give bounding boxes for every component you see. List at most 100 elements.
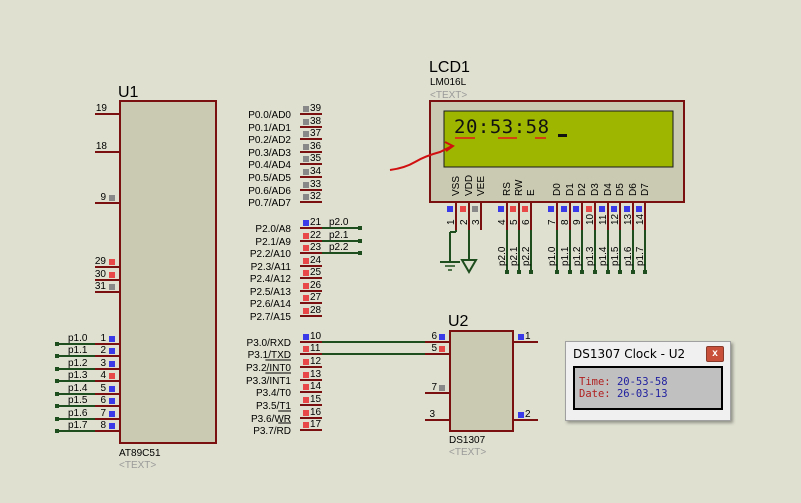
pin-state-indicator: [109, 259, 115, 265]
pin-state-indicator: [303, 258, 309, 264]
net-terminal[interactable]: [631, 270, 635, 274]
net-label: p2.0: [497, 246, 508, 266]
pin-label: VDD: [464, 175, 475, 196]
pin-number: 34: [310, 166, 322, 177]
net-label: p1.6: [68, 408, 88, 419]
net-terminal[interactable]: [55, 342, 59, 346]
net-terminal[interactable]: [55, 417, 59, 421]
net-terminal[interactable]: [55, 404, 59, 408]
date-value: 26-03-13: [616, 388, 668, 400]
pin-label: P0.4/AD4: [248, 160, 291, 171]
net-terminal[interactable]: [593, 270, 597, 274]
pin-label: D1: [565, 183, 576, 196]
u2-text-placeholder[interactable]: <TEXT>: [449, 447, 486, 458]
lcd-lcd1[interactable]: LCD1 LM016L <TEXT> 20:53:58 1VSS2VDD3VEE…: [429, 59, 685, 266]
pin-state-indicator: [303, 295, 309, 301]
net-terminal[interactable]: [358, 251, 362, 255]
net-terminal[interactable]: [555, 270, 559, 274]
pin-number: 26: [310, 280, 322, 291]
u1-body[interactable]: [119, 100, 217, 444]
ground-symbol-icon: [440, 231, 460, 271]
net-terminal[interactable]: [55, 429, 59, 433]
net-label: p1.5: [610, 246, 621, 266]
rtc-u2[interactable]: U2 6SCL5SDA7SOUT3VBAT1X12X2 DS1307 <TEXT…: [425, 313, 538, 458]
net-terminal[interactable]: [55, 379, 59, 383]
pin-number: 10: [585, 213, 596, 225]
pin-state-indicator: [109, 373, 115, 379]
net-terminal[interactable]: [55, 392, 59, 396]
net-terminal[interactable]: [529, 270, 533, 274]
net-terminal[interactable]: [580, 270, 584, 274]
net-terminal[interactable]: [517, 270, 521, 274]
pin-number: 33: [310, 179, 322, 190]
net-terminal[interactable]: [358, 239, 362, 243]
pin-state-indicator: [303, 334, 309, 340]
ds1307-clock-popup[interactable]: DS1307 Clock - U2 x Time: 20-53-58 Date:…: [565, 341, 731, 421]
net-terminal[interactable]: [643, 270, 647, 274]
pin-state-indicator: [109, 348, 115, 354]
power-terminal-icon: [460, 259, 478, 274]
net-terminal[interactable]: [505, 270, 509, 274]
pin-label: P3.2/INT0: [246, 363, 291, 374]
net-terminal[interactable]: [55, 354, 59, 358]
u1-text-placeholder[interactable]: <TEXT>: [119, 460, 156, 471]
net-terminal[interactable]: [358, 226, 362, 230]
pin-number: 18: [96, 141, 108, 152]
pin-state-indicator: [109, 398, 115, 404]
net-terminal[interactable]: [618, 270, 622, 274]
pin-state-indicator: [573, 206, 579, 212]
lcd-display-text: 20:53:58: [454, 116, 550, 138]
net-terminal[interactable]: [606, 270, 610, 274]
date-label: Date:: [579, 388, 611, 400]
lcd-text-placeholder[interactable]: <TEXT>: [430, 90, 467, 101]
pin-label: P3.5/T1: [256, 401, 291, 412]
net-terminal[interactable]: [55, 367, 59, 371]
net-terminal[interactable]: [568, 270, 572, 274]
microcontroller-u1[interactable]: U1 19XTAL118XTAL29RST29PSEN30ALE31EA1P1.…: [68, 84, 349, 471]
pin-state-indicator: [109, 195, 115, 201]
close-icon[interactable]: x: [706, 346, 724, 362]
pin-number: 3: [471, 219, 482, 225]
u2-body[interactable]: [449, 330, 514, 432]
pin-number: 11: [310, 343, 321, 354]
